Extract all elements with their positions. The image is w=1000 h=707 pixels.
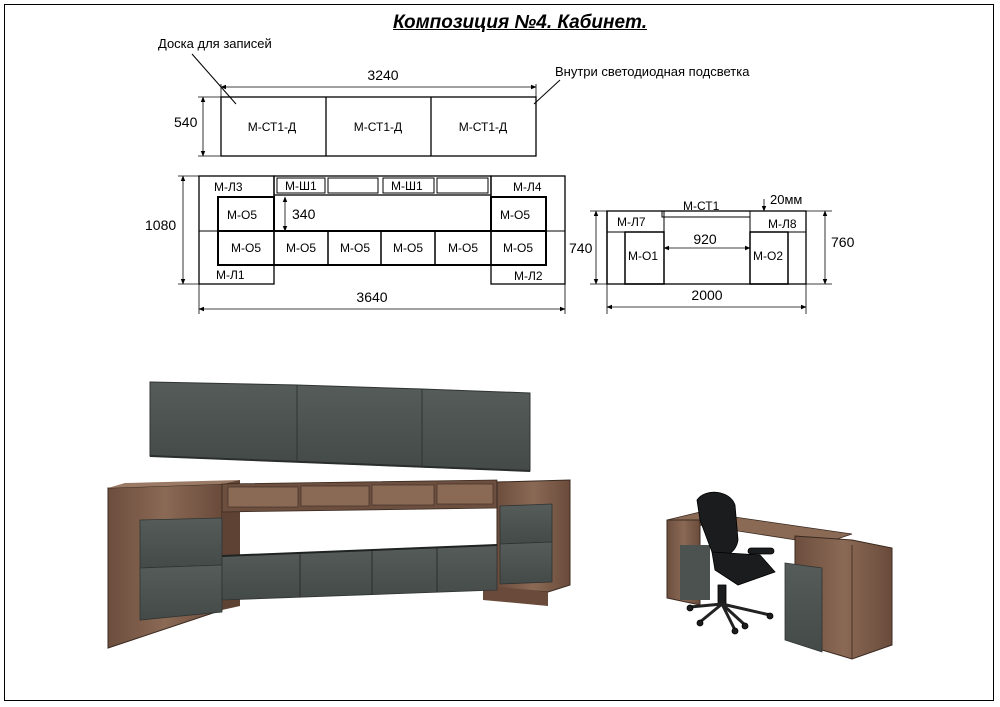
- dimension-height-left: 740: [569, 240, 593, 256]
- module-label: М-О1: [628, 249, 658, 263]
- module-label: М-Л2: [514, 269, 543, 283]
- module-label: М-О5: [286, 241, 316, 255]
- desk-plan: [606, 210, 807, 285]
- module-label: М-СТ1-Д: [354, 120, 402, 134]
- render-wall-unit: [107, 479, 571, 649]
- leader-line: [191, 53, 237, 105]
- module-label: М-Л7: [617, 215, 646, 229]
- module-label: М-О5: [227, 208, 257, 222]
- note-lighting: Внутри светодиодная подсветка: [533, 64, 750, 105]
- top-panel-plan: [220, 96, 537, 157]
- module-label: М-О5: [340, 241, 370, 255]
- module-label: М-О5: [500, 208, 530, 222]
- module-label: М-Л1: [216, 268, 245, 282]
- dimension-width: 3640: [356, 289, 387, 305]
- render-desk: [666, 511, 893, 660]
- module-label: М-СТ1-Д: [248, 120, 296, 134]
- dimension-height: 540: [174, 114, 198, 130]
- module-label: М-СТ1-Д: [459, 120, 507, 134]
- dimension-height: 1080: [145, 217, 176, 233]
- module-label: М-СТ1: [683, 199, 720, 213]
- module-label: М-Л4: [513, 180, 542, 194]
- module-label: М-Л3: [214, 180, 243, 194]
- module-label: М-О5: [503, 241, 533, 255]
- note-lighting-text: Внутри светодиодная подсветка: [555, 64, 750, 79]
- dimension-width: 3240: [367, 67, 398, 83]
- module-label: М-О5: [448, 241, 478, 255]
- render-whiteboard: [149, 381, 531, 472]
- top-panel-outline: [220, 96, 537, 157]
- module-label: М-Ш1: [285, 179, 317, 193]
- module-label: М-Ш1: [391, 179, 423, 193]
- page-title: Композиция №4. Кабинет.: [393, 12, 647, 33]
- dimension-thickness: 20мм: [770, 192, 802, 207]
- sheet-frame: [4, 4, 994, 701]
- module-label: М-О5: [393, 241, 423, 255]
- module-label: М-Л8: [768, 217, 797, 231]
- leader-line: [533, 79, 561, 105]
- dimension-height-right: 760: [831, 234, 855, 250]
- dimension-width: 2000: [691, 287, 722, 303]
- dimension-inner-width: 920: [693, 231, 717, 247]
- module-label: М-О5: [231, 241, 261, 255]
- module-label: М-О2: [753, 249, 783, 263]
- dimension-gap: 340: [292, 206, 316, 222]
- note-board-text: Доска для записей: [158, 36, 272, 51]
- wall-unit-plan: [198, 175, 566, 285]
- render-chair: [686, 491, 776, 635]
- note-board: Доска для записей: [158, 36, 272, 105]
